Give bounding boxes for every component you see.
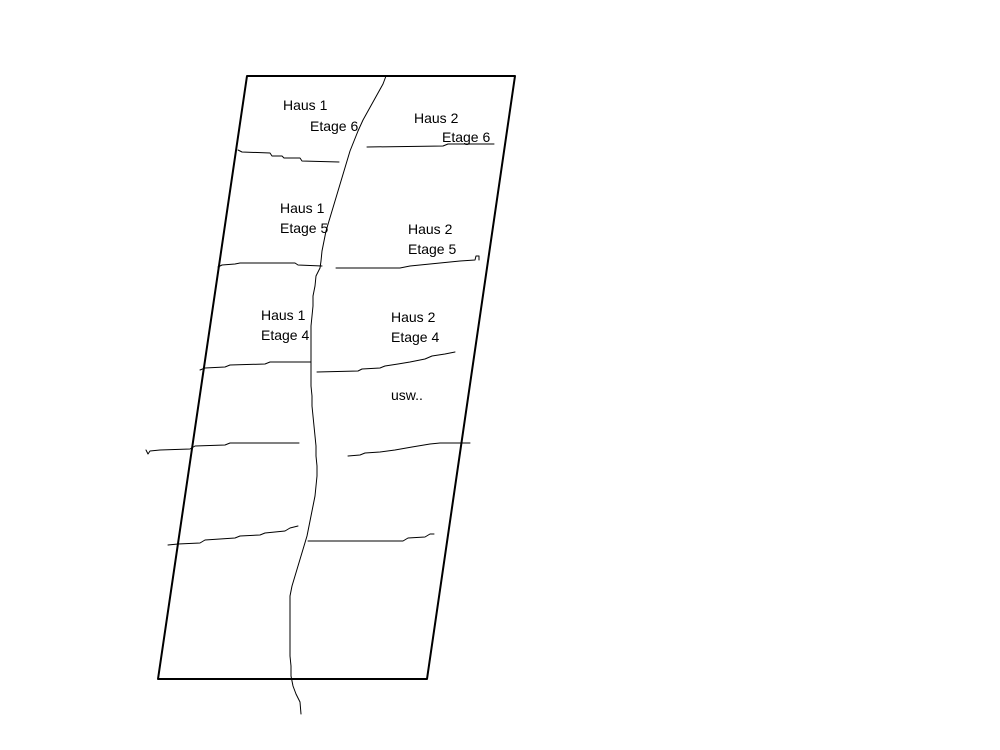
floor-line-h2-5: [335, 255, 480, 269]
label-haus1-etage4-haus: Haus 1: [261, 307, 306, 323]
label-haus2-etage4-haus: Haus 2: [391, 309, 436, 325]
floor-line-h2-4: [316, 351, 456, 373]
label-haus2-etage6-haus: Haus 2: [414, 110, 459, 126]
floor-line-h2-2: [307, 533, 435, 542]
label-haus1-etage5-haus: Haus 1: [280, 200, 325, 216]
label-haus1-etage6-haus: Haus 1: [283, 97, 328, 113]
label-haus1-etage5-etage: Etage 5: [280, 220, 329, 236]
label-haus2-etage5-haus: Haus 2: [408, 221, 453, 237]
house-divider-line: [289, 75, 387, 715]
floor-line-h1-4: [199, 361, 312, 371]
label-haus1-etage6-etage: Etage 6: [310, 118, 359, 134]
floor-line-h2-6: [366, 143, 495, 148]
floor-line-h2-3: [347, 442, 471, 457]
label-haus2-etage6-etage: Etage 6: [442, 129, 491, 145]
floor-line-h1-2: [167, 525, 299, 546]
label-haus2-etage4-etage: Etage 4: [391, 329, 440, 345]
label-etc: usw..: [391, 387, 423, 403]
label-haus2-etage5-etage: Etage 5: [408, 241, 457, 257]
floor-line-h1-3: [145, 442, 300, 455]
building-outline: [157, 75, 516, 680]
floor-line-h1-5: [217, 262, 323, 268]
floor-line-h1-6: [237, 149, 340, 163]
label-haus1-etage4-etage: Etage 4: [261, 327, 310, 343]
